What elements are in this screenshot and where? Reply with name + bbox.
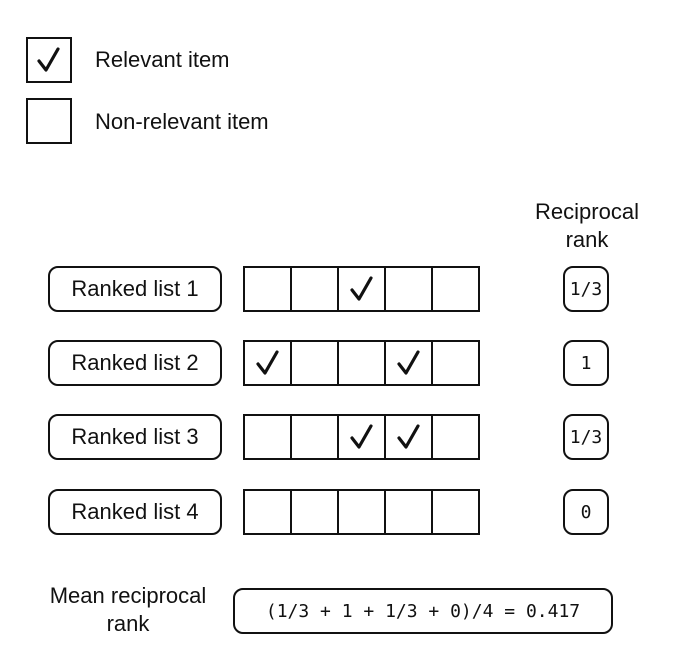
- reciprocal-rank-header: Reciprocal rank: [512, 198, 662, 254]
- legend-relevant-label: Relevant item: [95, 47, 230, 72]
- rank-cell: [290, 491, 337, 533]
- rank-cell: [337, 416, 384, 458]
- ranked-list-items: [243, 340, 480, 386]
- rank-cell: [245, 491, 290, 533]
- checkmark-icon: [36, 46, 62, 74]
- checkmark-icon: [255, 349, 281, 377]
- rank-cell: [245, 268, 290, 310]
- rank-cell: [431, 268, 478, 310]
- rank-cell: [384, 491, 431, 533]
- checkmark-icon: [349, 423, 375, 451]
- mean-reciprocal-rank-label: Mean reciprocal rank: [22, 582, 234, 638]
- rank-cell: [431, 342, 478, 384]
- mean-label-line1: Mean reciprocal: [49, 583, 207, 608]
- rank-cell: [290, 416, 337, 458]
- rank-cell: [384, 342, 431, 384]
- checkmark-icon: [349, 275, 375, 303]
- ranked-list-label: Ranked list 3: [48, 414, 222, 460]
- ranked-list-items: [243, 414, 480, 460]
- rank-cell: [431, 491, 478, 533]
- rank-cell: [290, 268, 337, 310]
- ranked-list-items: [243, 489, 480, 535]
- legend-non-relevant-box: [26, 98, 72, 144]
- reciprocal-rank-value: 1/3: [563, 266, 609, 312]
- rank-cell: [337, 491, 384, 533]
- rank-cell: [384, 268, 431, 310]
- checkmark-icon: [396, 349, 422, 377]
- ranked-list-label: Ranked list 1: [48, 266, 222, 312]
- mean-reciprocal-rank-formula: (1/3 + 1 + 1/3 + 0)/4 = 0.417: [233, 588, 613, 634]
- legend-non-relevant-label: Non-relevant item: [95, 109, 269, 134]
- mean-label-line2: rank: [106, 611, 150, 636]
- legend-relevant-box: [26, 37, 72, 83]
- rank-cell: [431, 416, 478, 458]
- reciprocal-rank-value: 1/3: [563, 414, 609, 460]
- rank-cell: [245, 342, 290, 384]
- rank-cell: [337, 342, 384, 384]
- reciprocal-rank-value: 1: [563, 340, 609, 386]
- reciprocal-rank-header-line1: Reciprocal: [535, 199, 639, 224]
- rank-cell: [337, 268, 384, 310]
- rank-cell: [245, 416, 290, 458]
- checkmark-icon: [396, 423, 422, 451]
- reciprocal-rank-value: 0: [563, 489, 609, 535]
- rank-cell: [290, 342, 337, 384]
- ranked-list-items: [243, 266, 480, 312]
- reciprocal-rank-header-line2: rank: [565, 227, 609, 252]
- ranked-list-label: Ranked list 2: [48, 340, 222, 386]
- ranked-list-label: Ranked list 4: [48, 489, 222, 535]
- rank-cell: [384, 416, 431, 458]
